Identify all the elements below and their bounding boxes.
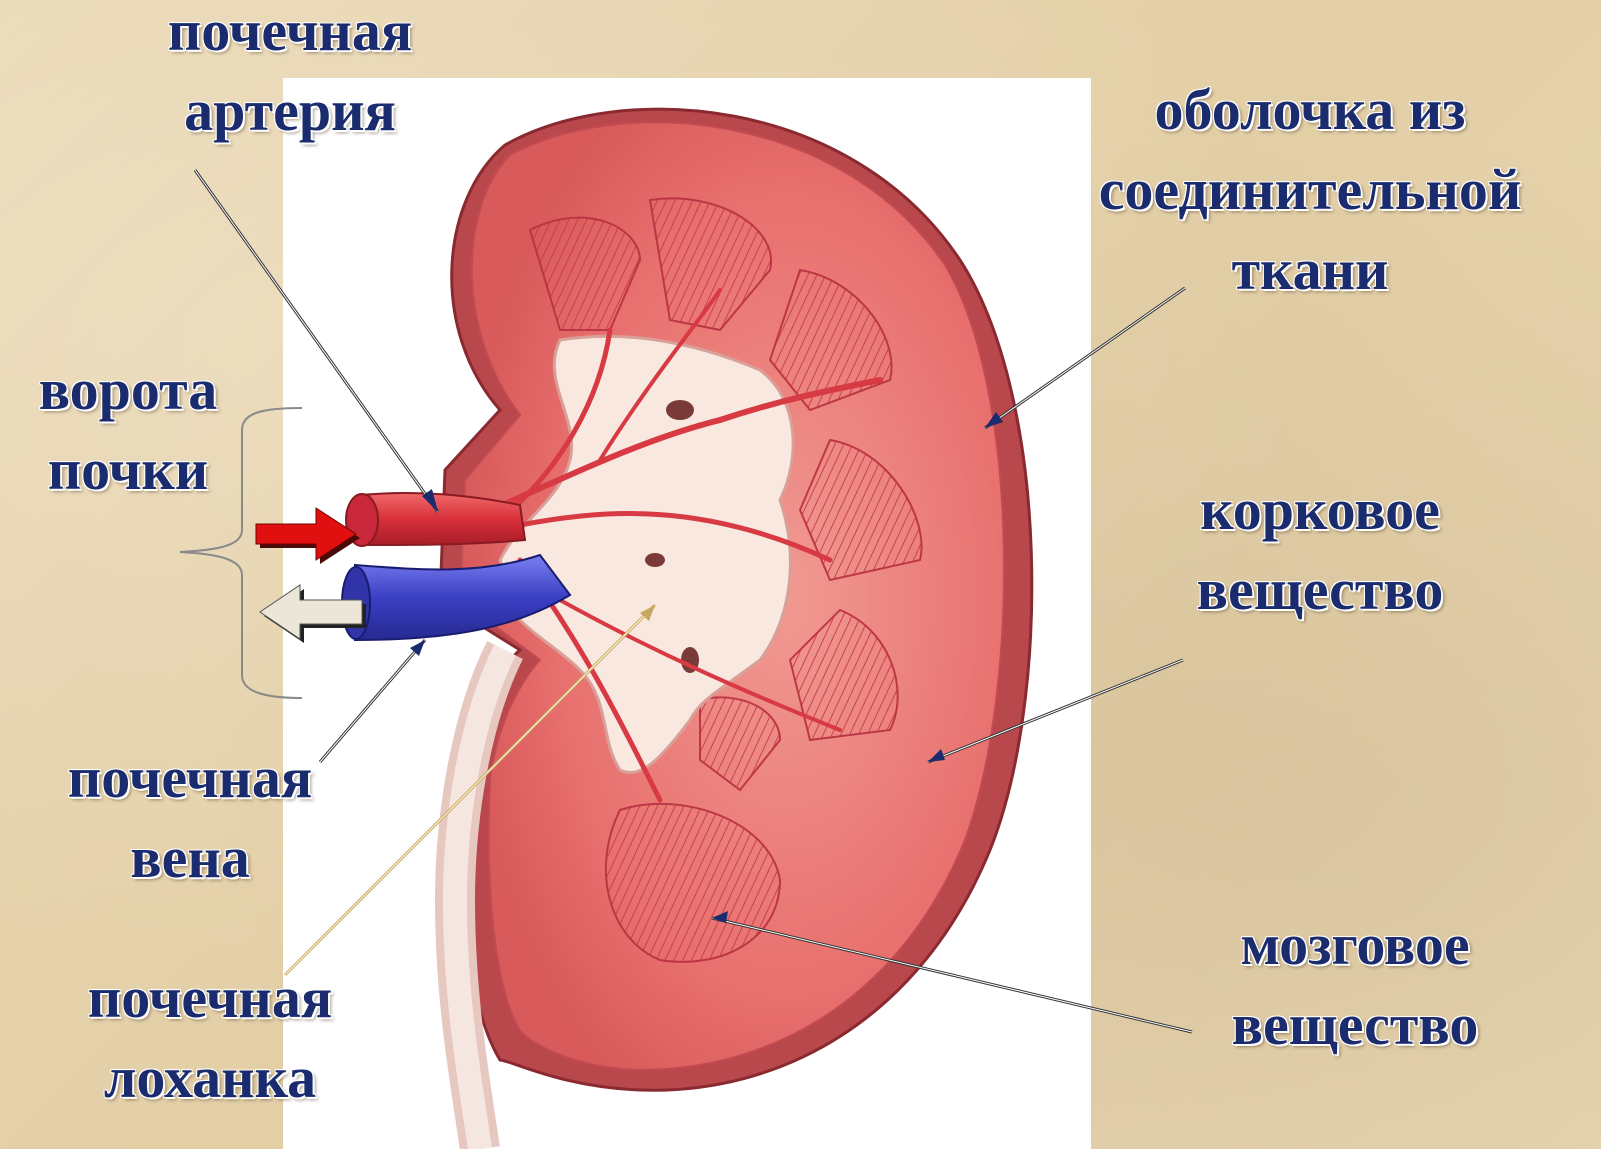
label-line: почечная <box>45 958 375 1038</box>
label-line: ткани <box>1030 230 1590 310</box>
label-medulla: мозговое вещество <box>1190 905 1520 1065</box>
label-line: вещество <box>1190 985 1520 1065</box>
label-renal-pelvis: почечная лоханка <box>45 958 375 1118</box>
label-line: корковое <box>1150 470 1490 550</box>
label-line: оболочка из <box>1030 70 1590 150</box>
label-line: ворота <box>8 350 248 430</box>
label-line: почки <box>8 430 248 510</box>
label-line: соединительной <box>1030 150 1590 230</box>
renal-artery-vessel <box>360 493 525 545</box>
label-line: вена <box>30 818 350 898</box>
calyx <box>666 400 694 420</box>
label-line: почечная <box>130 0 450 71</box>
label-renal-hilum: ворота почки <box>8 350 248 510</box>
label-line: почечная <box>30 738 350 818</box>
label-line: мозговое <box>1190 905 1520 985</box>
label-line: артерия <box>130 71 450 151</box>
inflow-arrow <box>256 508 360 564</box>
label-line: лоханка <box>45 1038 375 1118</box>
label-renal-artery: почечная артерия <box>130 0 450 151</box>
label-capsule: оболочка из соединительной ткани <box>1030 70 1590 310</box>
calyx <box>645 553 665 567</box>
label-cortex: корковое вещество <box>1150 470 1490 630</box>
label-renal-vein: почечная вена <box>30 738 350 898</box>
label-line: вещество <box>1150 550 1490 630</box>
